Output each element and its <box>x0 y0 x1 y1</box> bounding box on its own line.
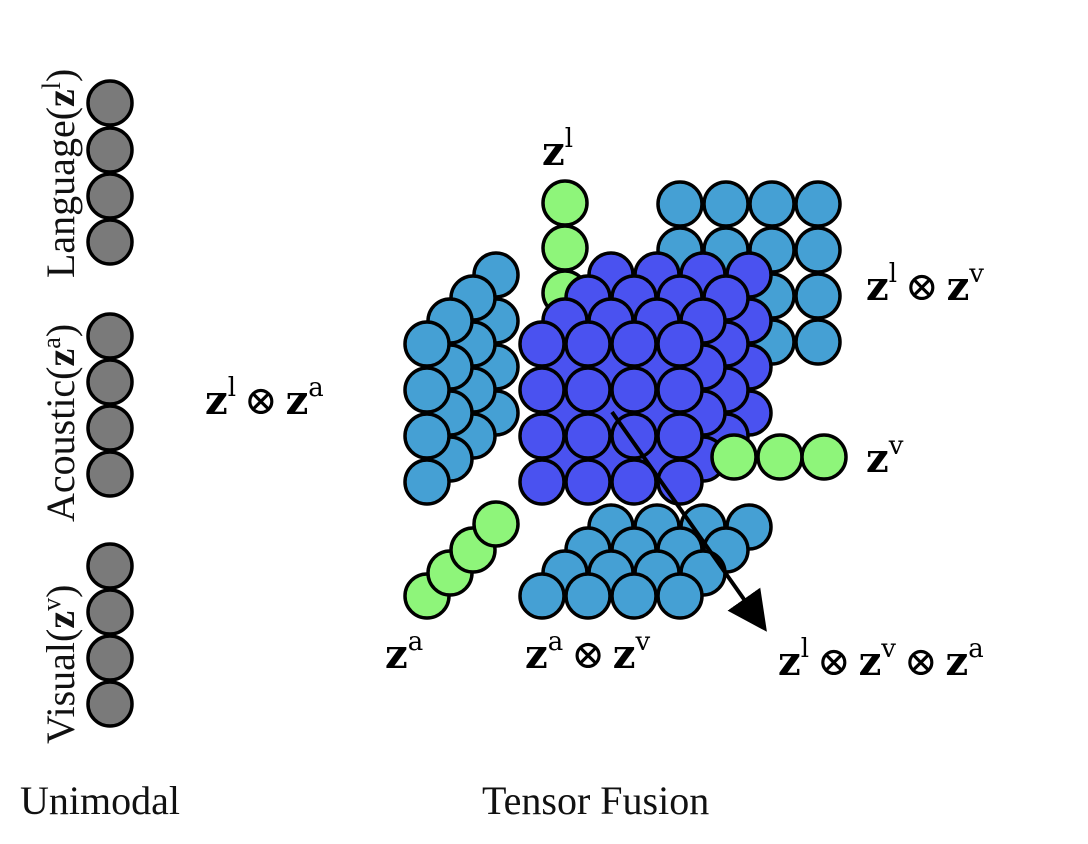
za-zv-unit <box>656 572 704 620</box>
acoustic-label: Acoustic(za) <box>37 324 83 522</box>
trimodal-unit <box>564 366 612 414</box>
acoustic-unit <box>86 450 134 498</box>
za-otimes-zv-label: za⊗zv <box>525 627 650 678</box>
zl-za-unit <box>403 412 451 460</box>
trimodal-unit <box>610 458 658 506</box>
zl-zv-unit <box>794 180 842 228</box>
visual-unit <box>86 588 134 636</box>
acoustic-unit <box>86 312 134 360</box>
trimodal-unit <box>518 458 566 506</box>
zl-zv-unit <box>656 180 704 228</box>
trimodal-unit <box>564 458 612 506</box>
zl-otimes-zv-otimes-za-label: zl⊗zv⊗za <box>778 634 984 685</box>
language-unit <box>86 79 134 127</box>
zl-unit <box>541 224 589 272</box>
language-unit <box>86 218 134 266</box>
zl-otimes-za-label: zl⊗za <box>205 373 324 424</box>
zl-zv-unit <box>702 180 750 228</box>
za-label: za <box>385 627 423 678</box>
unimodal-caption: Unimodal <box>20 778 180 823</box>
trimodal-unit <box>610 366 658 414</box>
zv-unit <box>800 433 848 481</box>
language-label: Language(zl) <box>37 69 83 278</box>
tensor-fusion-back-layers <box>403 179 842 620</box>
trimodal-unit <box>656 320 704 368</box>
zl-za-unit <box>403 320 451 368</box>
zv-unit <box>710 433 758 481</box>
visual-unit <box>86 634 134 682</box>
trimodal-unit <box>610 320 658 368</box>
trimodal-unit <box>656 366 704 414</box>
trimodal-unit <box>518 412 566 460</box>
acoustic-unit <box>86 404 134 452</box>
za-zv-unit <box>518 572 566 620</box>
visual-label: Visual(zv) <box>37 585 83 744</box>
zl-zv-unit <box>794 226 842 274</box>
za-zv-unit <box>564 572 612 620</box>
tensor-fusion-caption: Tensor Fusion <box>482 778 709 823</box>
zl-zv-unit <box>794 318 842 366</box>
za-unit <box>472 500 520 548</box>
visual-unit <box>86 680 134 728</box>
za-zv-unit <box>610 572 658 620</box>
trimodal-tensor-cube <box>518 251 773 506</box>
trimodal-arrow <box>610 410 767 632</box>
tensor-fusion-front-layers <box>403 433 848 620</box>
trimodal-unit <box>518 320 566 368</box>
language-unit <box>86 126 134 174</box>
trimodal-unit <box>564 412 612 460</box>
trimodal-unit <box>564 320 612 368</box>
trimodal-unit <box>656 412 704 460</box>
language-unit <box>86 172 134 220</box>
zl-za-unit <box>403 366 451 414</box>
zv-unit <box>756 433 804 481</box>
acoustic-unit <box>86 358 134 406</box>
zl-zv-unit <box>794 272 842 320</box>
unimodal-vectors <box>86 79 134 728</box>
visual-unit <box>86 542 134 590</box>
zv-label: zv <box>866 431 904 482</box>
zl-unit <box>541 179 589 227</box>
zl-otimes-zv-label: zl⊗zv <box>866 259 984 310</box>
trimodal-unit <box>656 458 704 506</box>
zl-za-unit <box>403 458 451 506</box>
trimodal-unit <box>518 366 566 414</box>
zl-label: zl <box>542 124 573 175</box>
zl-zv-unit <box>748 180 796 228</box>
